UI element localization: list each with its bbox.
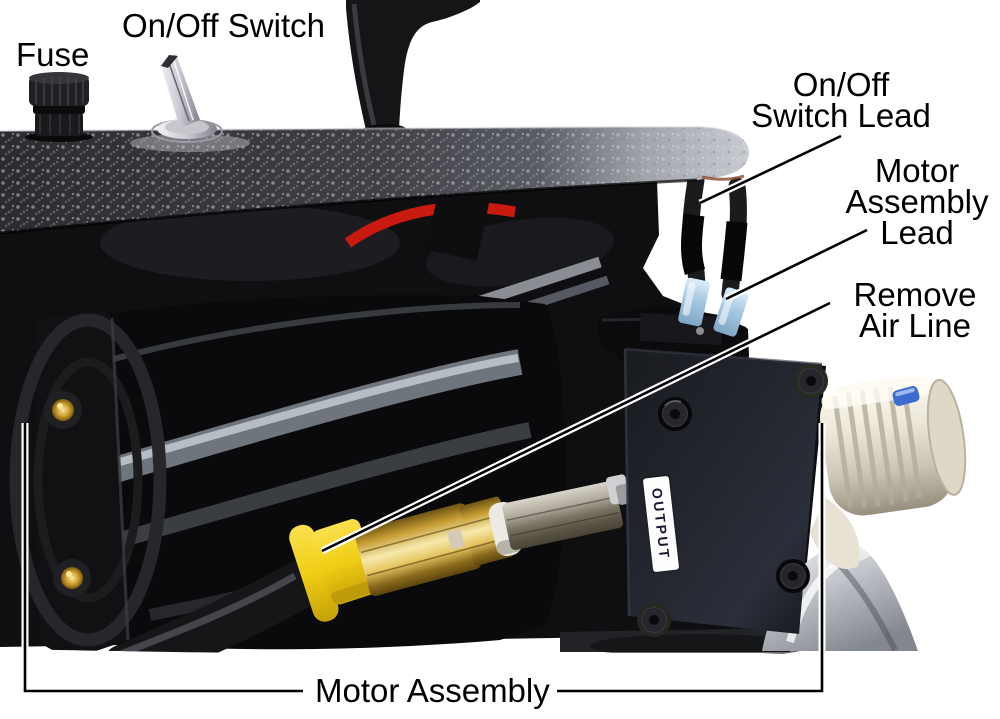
remove-air-line-label: Remove Air Line (853, 276, 977, 344)
carry-handle (346, 0, 480, 136)
toggle-switch (151, 54, 223, 143)
red-wire (344, 201, 516, 248)
brass-stud-top (44, 391, 82, 429)
air-line-assembly (101, 474, 633, 656)
box-bolt-top-left (658, 397, 692, 431)
leader-line-onoff-switch-lead (699, 134, 842, 205)
brass-stud-bottom (53, 559, 91, 597)
barcode-sticker (446, 528, 466, 550)
motor-highlight-band2 (117, 422, 532, 548)
top-plate (0, 126, 749, 235)
white-air-fitting (810, 375, 967, 569)
air-hose (101, 558, 329, 656)
box-bolt-bottom-right (776, 559, 810, 593)
machinery-shadow-patch (100, 205, 400, 281)
motor-end-cap (9, 312, 167, 656)
blue-release-slot (892, 386, 920, 406)
brass-fitting (354, 496, 515, 596)
plate-rust-line (701, 174, 745, 181)
leader-line-remove-air-line (321, 301, 831, 553)
fuse-cap (25, 72, 93, 142)
lead-wires (678, 171, 749, 337)
motor-assembly-label: Motor Assembly (315, 672, 550, 709)
motor-assembly-bracket (23, 423, 824, 693)
leader-lines (21, 132, 869, 695)
fuse-label: Fuse (16, 36, 90, 73)
box-bolts (637, 364, 828, 637)
box-ground-shadow (590, 634, 810, 656)
motor-assembly-lead-label: Motor Assembly Lead (845, 152, 989, 251)
blue-connector-left (678, 277, 710, 327)
onoff-switch-label: On/Off Switch (122, 7, 325, 44)
onoff-switch-lead-label: On/Off Switch Lead (751, 66, 931, 134)
box-bolt-bottom-left (637, 603, 671, 637)
motor-top-reflection (109, 302, 521, 363)
pump-bracket-arm (476, 256, 602, 308)
wire-cover-shadow (425, 187, 491, 261)
leader-line-motor-assembly-lead (725, 228, 868, 301)
motor-highlight-band (111, 349, 523, 483)
box-bolt-top-right (794, 364, 828, 398)
